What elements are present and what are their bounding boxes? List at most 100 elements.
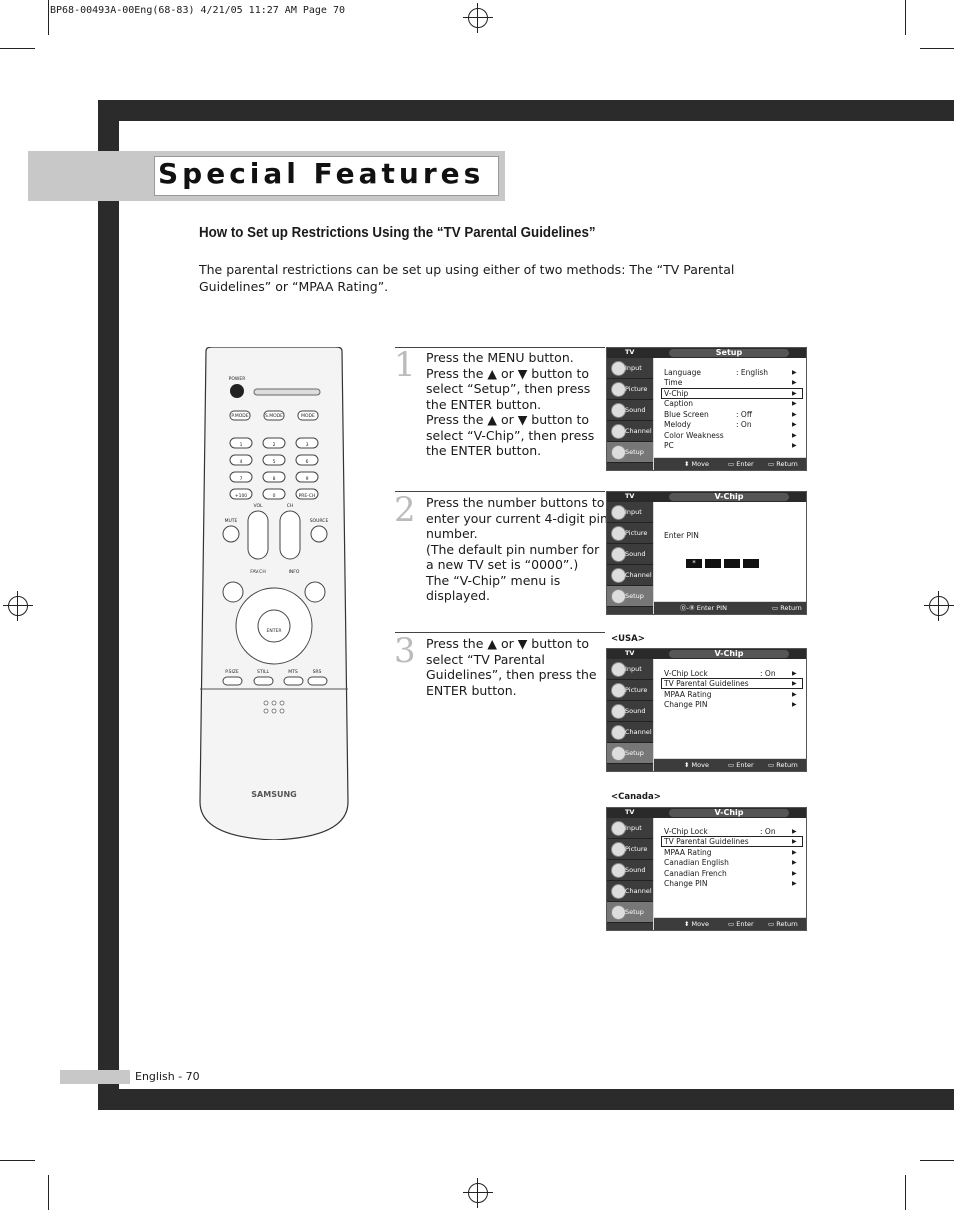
svg-text:STILL: STILL bbox=[257, 669, 269, 675]
osd-tv-label: TV bbox=[625, 808, 635, 816]
svg-text:1: 1 bbox=[240, 442, 243, 448]
section-heading: How to Set up Restrictions Using the “TV… bbox=[199, 225, 596, 241]
region-label-canada: <Canada> bbox=[611, 792, 661, 802]
osd-side-setup: Setup bbox=[607, 743, 653, 764]
step-divider bbox=[395, 491, 605, 492]
intro-paragraph: The parental restrictions can be set up … bbox=[199, 262, 735, 294]
osd-row: Time▶ bbox=[664, 378, 797, 387]
registration-mark bbox=[924, 591, 954, 621]
bottom-frame-bar bbox=[98, 1089, 954, 1110]
step-divider bbox=[395, 347, 605, 348]
svg-text:INFO: INFO bbox=[289, 569, 300, 575]
osd-row: MPAA Rating▶ bbox=[664, 848, 797, 857]
osd-footer: ⬍ Move ▭ Enter ▭ Return bbox=[654, 918, 806, 930]
osd-side-input: Input bbox=[607, 358, 653, 379]
osd-side-channel: Channel bbox=[607, 421, 653, 442]
top-frame-bar bbox=[98, 100, 954, 121]
svg-text:POWER: POWER bbox=[229, 376, 246, 382]
svg-text:8: 8 bbox=[273, 476, 276, 482]
osd-row: Canadian French▶ bbox=[664, 869, 797, 878]
osd-side-input: Input bbox=[607, 818, 653, 839]
pin-digit-box bbox=[743, 559, 759, 568]
svg-text:MODE: MODE bbox=[301, 413, 315, 419]
footer-bar bbox=[60, 1070, 130, 1084]
svg-text:0: 0 bbox=[273, 493, 276, 499]
channel-icon bbox=[611, 725, 626, 740]
svg-text:5: 5 bbox=[273, 459, 276, 465]
osd-side-input: Input bbox=[607, 659, 653, 680]
osd-side-setup: Setup bbox=[607, 902, 653, 923]
osd-side-picture: Picture bbox=[607, 839, 653, 860]
pin-digit-box: * bbox=[686, 559, 702, 568]
pin-digit-box bbox=[724, 559, 740, 568]
picture-icon bbox=[611, 526, 626, 541]
crop-mark bbox=[920, 1160, 954, 1161]
input-icon bbox=[611, 505, 626, 520]
crop-mark bbox=[905, 1175, 906, 1210]
osd-title: Setup bbox=[669, 349, 789, 357]
step-text: Press the number buttons to enter your c… bbox=[426, 495, 608, 603]
osd-row: Change PIN▶ bbox=[664, 879, 797, 888]
osd-title: V-Chip bbox=[669, 809, 789, 817]
title-box bbox=[154, 156, 499, 196]
svg-text:P.MODE: P.MODE bbox=[231, 413, 248, 419]
page-title: Special Features bbox=[158, 157, 485, 190]
osd-side-channel: Channel bbox=[607, 881, 653, 902]
svg-text:4: 4 bbox=[240, 459, 243, 465]
svg-text:SRS: SRS bbox=[313, 669, 322, 675]
osd-tv-label: TV bbox=[625, 348, 635, 356]
pin-digit-box bbox=[705, 559, 721, 568]
registration-mark bbox=[3, 591, 33, 621]
input-icon bbox=[611, 821, 626, 836]
setup-icon bbox=[611, 905, 626, 920]
step-divider bbox=[395, 632, 605, 633]
picture-icon bbox=[611, 683, 626, 698]
osd-row-selected: TV Parental Guidelines▶ bbox=[661, 836, 803, 847]
svg-text:MUTE: MUTE bbox=[225, 518, 238, 524]
svg-text:VOL: VOL bbox=[253, 503, 263, 509]
registration-mark bbox=[463, 1178, 493, 1208]
svg-text:ENTER: ENTER bbox=[267, 628, 282, 634]
step-number: 3 bbox=[394, 631, 416, 671]
osd-title: V-Chip bbox=[669, 650, 789, 658]
osd-row: Change PIN▶ bbox=[664, 700, 797, 709]
osd-side-input: Input bbox=[607, 502, 653, 523]
svg-text:CH: CH bbox=[287, 503, 294, 509]
osd-side-channel: Channel bbox=[607, 565, 653, 586]
setup-icon bbox=[611, 445, 626, 460]
osd-row: V-Chip Lock: On▶ bbox=[664, 669, 797, 678]
osd-side-sound: Sound bbox=[607, 400, 653, 421]
input-icon bbox=[611, 662, 626, 677]
sound-icon bbox=[611, 547, 626, 562]
crop-mark bbox=[0, 1160, 35, 1161]
osd-row: Color Weakness▶ bbox=[664, 431, 797, 440]
crop-mark bbox=[905, 0, 906, 35]
step-number: 1 bbox=[394, 345, 416, 385]
left-frame-bar bbox=[98, 100, 119, 1110]
osd-side-channel: Channel bbox=[607, 722, 653, 743]
crop-mark bbox=[0, 48, 35, 49]
step-text: Press the ▲ or ▼ button to select “TV Pa… bbox=[426, 636, 597, 698]
osd-side-setup: Setup bbox=[607, 442, 653, 463]
osd-row: PC▶ bbox=[664, 441, 797, 450]
osd-row: Caption▶ bbox=[664, 399, 797, 408]
enter-pin-label: Enter PIN bbox=[664, 531, 699, 540]
channel-icon bbox=[611, 568, 626, 583]
input-icon bbox=[611, 361, 626, 376]
registration-mark bbox=[463, 3, 493, 33]
osd-side-picture: Picture bbox=[607, 680, 653, 701]
setup-icon bbox=[611, 746, 626, 761]
sound-icon bbox=[611, 704, 626, 719]
osd-side-sound: Sound bbox=[607, 544, 653, 565]
svg-text:PRE-CH: PRE-CH bbox=[299, 493, 316, 499]
osd-footer: ⓪-⑨ Enter PIN ▭ Return bbox=[654, 602, 806, 614]
osd-row: Language: English▶ bbox=[664, 368, 797, 377]
svg-text:MTS: MTS bbox=[288, 669, 298, 675]
osd-footer: ⬍ Move ▭ Enter ▭ Return bbox=[654, 759, 806, 771]
print-slug: BP68-00493A-00Eng(68-83) 4/21/05 11:27 A… bbox=[50, 5, 346, 16]
setup-icon bbox=[611, 589, 626, 604]
